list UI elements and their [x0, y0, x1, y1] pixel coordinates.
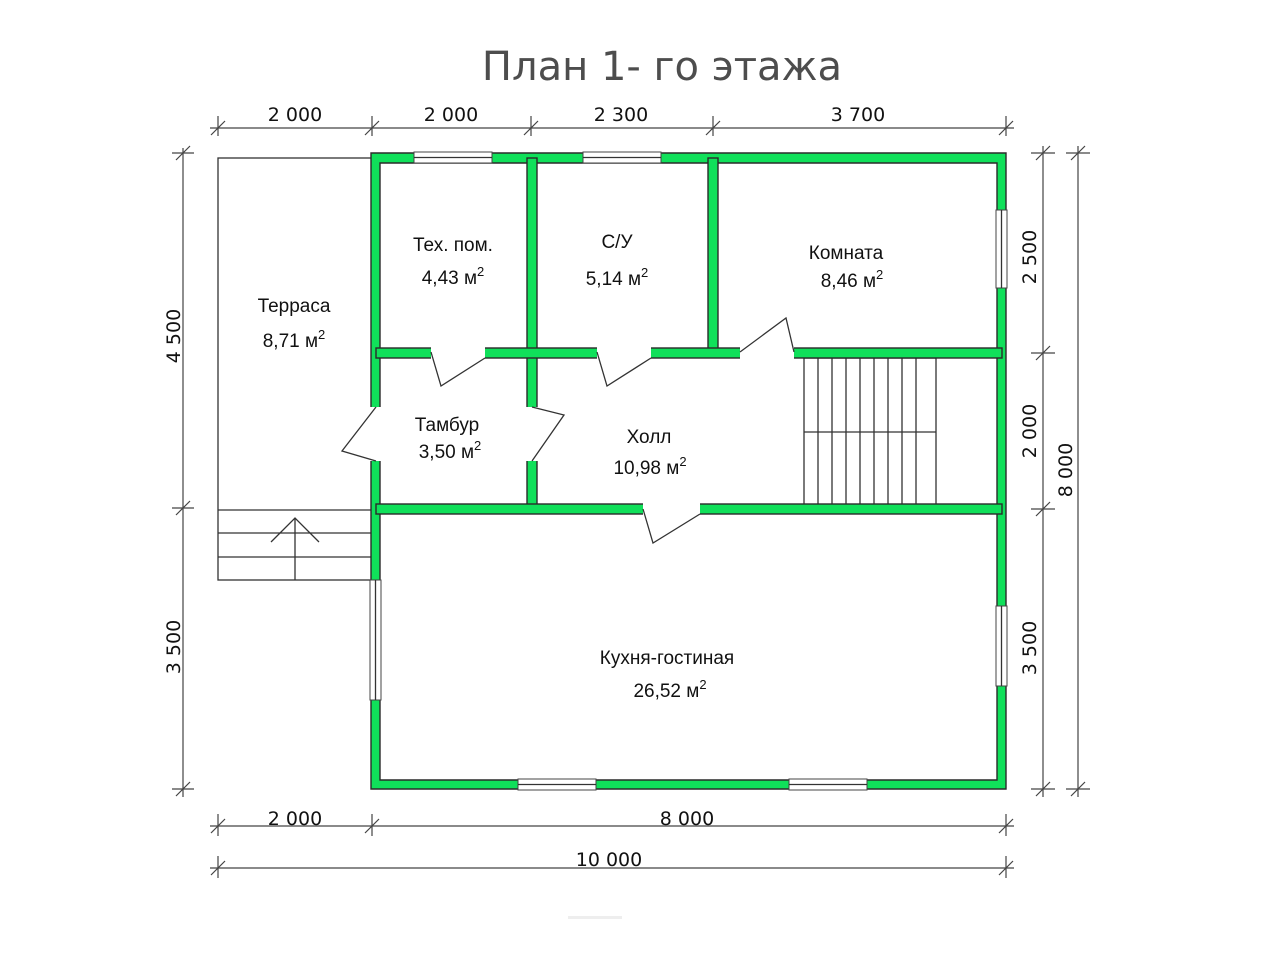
- terrace-outline: [217, 157, 373, 581]
- dimension-label: 2 000: [1019, 404, 1041, 458]
- area-superscript: 2: [641, 265, 648, 280]
- entry-arrow-head-icon: [270, 517, 320, 543]
- door-gap: [740, 347, 794, 359]
- dimension-label: 10 000: [576, 849, 642, 871]
- room-vestibule: Тамбур 3,50 м2: [415, 415, 482, 463]
- room-area: 5,14 м2: [586, 265, 649, 290]
- dimension-label: 8 000: [1055, 443, 1077, 497]
- room-labels: Терраса 8,71 м2 Тех. пом. 4,43 м2 С/У 5,…: [258, 232, 884, 702]
- dimensions-right: 2 500 2 000 3 500 8 000: [1019, 145, 1090, 797]
- dimension-label: 2 000: [268, 808, 322, 830]
- interior-wall: [707, 157, 719, 356]
- window: [788, 778, 868, 791]
- door-openings: [370, 347, 794, 515]
- room-hall: Холл 10,98 м2: [613, 427, 686, 479]
- door-swing: [340, 406, 377, 462]
- door-gap: [370, 407, 382, 461]
- windows: [369, 151, 1008, 791]
- room-tech: Тех. пом. 4,43 м2: [413, 235, 493, 289]
- window: [517, 778, 597, 791]
- room-area: 3,50 м2: [419, 438, 482, 463]
- door-swings: [340, 316, 795, 545]
- room-name: Тех. пом.: [413, 235, 493, 256]
- terrace: [217, 157, 373, 581]
- room-name: Кухня-гостиная: [600, 648, 734, 669]
- dimension-label: 2 500: [1019, 230, 1041, 284]
- dimensions-left: 4 500 3 500: [163, 145, 194, 797]
- room-bathroom: С/У 5,14 м2: [586, 232, 649, 290]
- door-swing: [642, 508, 701, 545]
- room-area: 4,43 м2: [422, 264, 485, 289]
- room-area: 26,52 м2: [633, 677, 706, 702]
- room-terrace: Терраса 8,71 м2: [258, 296, 331, 352]
- dimension-label: 2 000: [268, 104, 322, 126]
- window: [995, 605, 1008, 687]
- room-name: Терраса: [258, 296, 331, 317]
- page-title: План 1- го этажа: [482, 44, 842, 90]
- room-area: 8,71 м2: [263, 327, 326, 352]
- door-swing: [739, 316, 795, 353]
- door-gap: [431, 347, 485, 359]
- room-kitchen: Кухня-гостиная 26,52 м2: [600, 648, 734, 702]
- exterior-wall: [370, 152, 1007, 790]
- room-area: 10,98 м2: [613, 454, 686, 479]
- room-name: С/У: [601, 232, 633, 253]
- dimensions-top: 2 000 2 000 2 300 3 700: [210, 104, 1014, 136]
- window: [995, 209, 1008, 289]
- room-bedroom: Комната 8,46 м2: [809, 243, 884, 292]
- dimension-label: 2 000: [424, 104, 478, 126]
- dimension-label: 3 700: [831, 104, 885, 126]
- dimension-label: 2 300: [594, 104, 648, 126]
- staircase: [803, 357, 937, 509]
- room-area: 8,46 м2: [821, 267, 884, 292]
- interior-wall: [375, 347, 1003, 359]
- area-superscript: 2: [699, 677, 706, 692]
- door-swing: [430, 351, 486, 388]
- room-name: Комната: [809, 243, 884, 264]
- area-superscript: 2: [318, 327, 325, 342]
- room-name: Холл: [627, 427, 672, 448]
- area-superscript: 2: [474, 438, 481, 453]
- window: [369, 579, 382, 701]
- dimension-label: 4 500: [163, 309, 185, 363]
- area-superscript: 2: [876, 267, 883, 282]
- door-gap: [526, 407, 538, 461]
- area-superscript: 2: [679, 454, 686, 469]
- door-gap: [597, 347, 651, 359]
- door-swing: [531, 406, 566, 462]
- door-swing: [596, 351, 652, 388]
- window: [582, 151, 662, 164]
- door-gap: [643, 503, 700, 515]
- dimensions-bottom: 2 000 8 000 10 000: [210, 808, 1014, 878]
- area-superscript: 2: [477, 264, 484, 279]
- dimension-label: 3 500: [163, 620, 185, 674]
- room-name: Тамбур: [415, 415, 480, 436]
- dimension-label: 3 500: [1019, 621, 1041, 675]
- dimension-label: 8 000: [660, 808, 714, 830]
- window: [413, 151, 493, 164]
- bottom-mark: [568, 916, 622, 919]
